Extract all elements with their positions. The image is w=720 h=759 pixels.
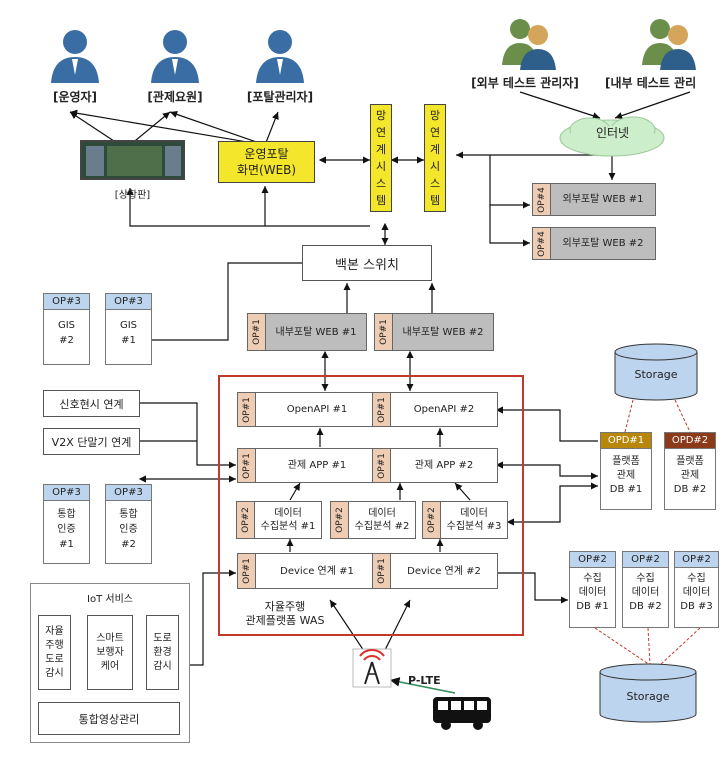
collected-data-db-3: OP#2 수집 데이터 DB #3 xyxy=(674,551,719,628)
integrated-auth-server-2: OP#3 통합 인증 #2 xyxy=(105,484,152,564)
iot-service-panel xyxy=(30,583,190,743)
integrated-auth-server-1: OP#3 통합 인증 #1 xyxy=(43,484,90,564)
storage-top-icon xyxy=(614,343,698,401)
backbone-switch: 백본 스위치 xyxy=(302,245,432,281)
bus-icon xyxy=(433,697,491,730)
device-link-2: OP#1 Device 연계 #2 xyxy=(372,553,498,589)
iot-smart-pedestrian-care: 스마트 보행자 케어 xyxy=(87,615,133,690)
device-link-1: OP#1 Device 연계 #1 xyxy=(237,553,379,589)
collected-data-db-2: OP#2 수집 데이터 DB #2 xyxy=(622,551,669,628)
external-admins-icon xyxy=(502,19,556,70)
antenna-tower-icon xyxy=(352,648,392,688)
control-app-2: OP#1 관제 APP #2 xyxy=(372,448,498,483)
network-link-system-2: 망 연 계 시 스 템 xyxy=(424,104,446,212)
operator-person-icon xyxy=(51,30,99,83)
data-collection-analysis-3: OP#2 데이터 수집분석 #3 xyxy=(422,501,508,539)
iot-service-title: IoT 서비스 xyxy=(87,594,133,605)
status-board-label: [상황판] xyxy=(114,190,151,201)
portal-admin-label: [포탈관리자] xyxy=(246,90,314,104)
storage-top-label: Storage xyxy=(634,368,678,381)
was-label: 자율주행 관제플랫폼 WAS xyxy=(245,600,325,627)
internet-label: 인터넷 xyxy=(595,126,630,140)
iot-road-environment-monitoring: 도로 환경 감시 xyxy=(146,615,179,690)
ops-portal-screen: 운영포탈 화면(WEB) xyxy=(218,141,315,183)
storage-bottom-label: Storage xyxy=(626,690,670,703)
openapi-1: OP#1 OpenAPI #1 xyxy=(237,392,379,427)
internet-cloud-icon xyxy=(559,116,665,157)
internal-admins-icon xyxy=(642,19,696,70)
internal-portal-web-2: OP#1 내부포탈 WEB #2 xyxy=(374,313,494,351)
signal-phase-link: 신호현시 연계 xyxy=(43,390,140,417)
data-collection-analysis-1: OP#2 데이터 수집분석 #1 xyxy=(236,501,322,539)
external-portal-web-1: OP#4 외부포탈 WEB #1 xyxy=(532,183,656,216)
gis-server-2: OP#3 GIS #2 xyxy=(43,293,90,365)
external-portal-web-2: OP#4 외부포탈 WEB #2 xyxy=(532,227,656,260)
control-app-1: OP#1 관제 APP #1 xyxy=(237,448,379,483)
controller-person-icon xyxy=(151,30,199,83)
was-frame xyxy=(218,375,524,636)
storage-bottom-icon xyxy=(599,663,697,723)
openapi-2: OP#1 OpenAPI #2 xyxy=(372,392,498,427)
platform-control-db-2: OPD#2 플랫폼 관제 DB #2 xyxy=(664,432,716,510)
external-test-admin-label: [외부 테스트 관리자] xyxy=(471,76,579,90)
collected-data-db-1: OP#2 수집 데이터 DB #1 xyxy=(569,551,616,628)
portal-admin-person-icon xyxy=(256,30,304,83)
network-link-system-1: 망 연 계 시 스 템 xyxy=(370,104,392,212)
controller-label: [관제요원] xyxy=(147,90,203,104)
gis-server-1: OP#3 GIS #1 xyxy=(105,293,152,365)
internal-test-admin-label: [내부 테스트 관리 xyxy=(605,76,697,90)
internal-portal-web-1: OP#1 내부포탈 WEB #1 xyxy=(247,313,367,351)
integrated-video-management: 통합영상관리 xyxy=(38,702,180,735)
data-collection-analysis-2: OP#2 데이터 수집분석 #2 xyxy=(330,501,416,539)
v2x-terminal-link: V2X 단말기 연계 xyxy=(43,428,140,455)
status-board-image xyxy=(80,140,185,180)
plte-label: P-LTE xyxy=(408,674,441,687)
platform-control-db-1: OPD#1 플랫폼 관제 DB #1 xyxy=(600,432,652,510)
operator-label: [운영자] xyxy=(52,90,98,104)
iot-autonomous-road-monitoring: 자율 주행 도로 감시 xyxy=(38,615,71,690)
